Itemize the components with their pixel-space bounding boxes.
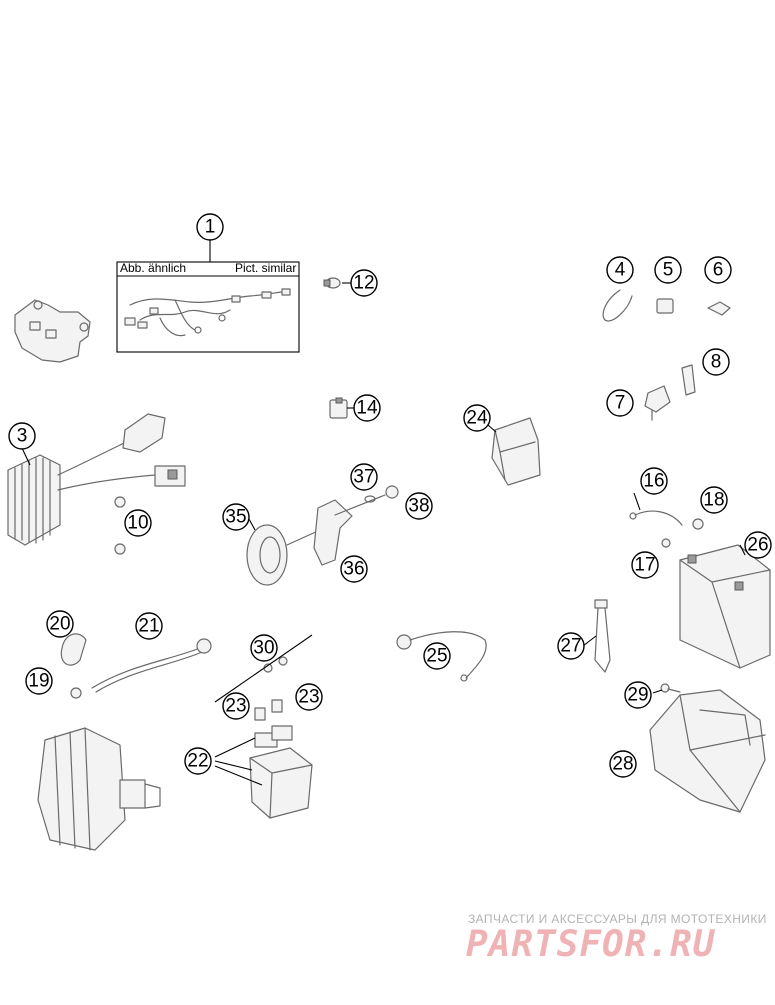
svg-text:1: 1: [205, 217, 216, 238]
voltage-regulator-illustration: [7, 413, 186, 546]
callout-23-right: 23: [295, 683, 323, 711]
svg-text:18: 18: [703, 490, 724, 511]
svg-text:19: 19: [28, 671, 49, 692]
svg-text:7: 7: [615, 393, 626, 414]
callout-30: 30: [250, 634, 278, 662]
svg-text:23: 23: [298, 687, 319, 708]
svg-text:17: 17: [634, 555, 655, 576]
callout-28: 28: [609, 750, 637, 778]
harness-label-left: Abb. ähnlich: [120, 261, 186, 275]
callout-26: 26: [744, 531, 772, 559]
callout-27: 27: [557, 632, 585, 660]
callout-4: 4: [606, 256, 634, 284]
nut-illustration: [70, 687, 82, 699]
callout-38: 38: [405, 492, 433, 520]
callout-3: 3: [8, 422, 36, 450]
callout-16: 16: [640, 467, 668, 495]
callout-21: 21: [135, 612, 163, 640]
callout-29: 29: [624, 681, 652, 709]
terminal-cap-illustration: [60, 633, 87, 666]
svg-text:21: 21: [138, 616, 159, 637]
svg-text:27: 27: [560, 636, 581, 657]
horn-illustration: [246, 524, 321, 586]
horn-bracket-illustration: [313, 494, 386, 566]
cable-clip-illustration: [707, 301, 731, 316]
callout-36: 36: [340, 555, 368, 583]
callout-14: 14: [353, 394, 381, 422]
svg-text:29: 29: [627, 685, 648, 706]
callout-12: 12: [350, 269, 378, 297]
svg-text:28: 28: [612, 754, 633, 775]
battery-strap-illustration: [594, 599, 611, 673]
watermark-tagline: ЗАПЧАСТИ И АКСЕССУАРЫ ДЛЯ МОТОТЕХНИКИ: [468, 912, 767, 926]
callout-18: 18: [700, 486, 728, 514]
svg-text:4: 4: [615, 260, 626, 281]
svg-text:23: 23: [225, 696, 246, 717]
svg-text:20: 20: [49, 614, 70, 635]
callout-23-left: 23: [222, 692, 250, 720]
holder-clip-illustration: [656, 298, 674, 314]
starter-motor-illustration: [37, 727, 161, 851]
callout-19: 19: [25, 667, 53, 695]
mounting-bracket-illustration: [14, 299, 91, 363]
svg-text:16: 16: [643, 471, 664, 492]
harness-label-right: Pict. similar: [235, 261, 296, 275]
svg-text:35: 35: [225, 507, 246, 528]
svg-text:12: 12: [353, 273, 374, 294]
svg-text:26: 26: [747, 535, 768, 556]
svg-text:3: 3: [17, 426, 28, 447]
svg-text:37: 37: [353, 467, 374, 488]
callout-35: 35: [222, 503, 250, 531]
battery-illustration: [679, 544, 771, 669]
callout-22: 22: [184, 747, 212, 775]
svg-text:36: 36: [343, 559, 364, 580]
svg-text:22: 22: [187, 751, 208, 772]
callout-17: 17: [631, 551, 659, 579]
wiring-harness-illustration: Abb. ähnlich Pict. similar: [116, 240, 300, 353]
control-unit-illustration: [491, 417, 541, 486]
starter-cable-illustration: [91, 638, 212, 693]
svg-text:5: 5: [663, 260, 674, 281]
svg-text:10: 10: [127, 513, 148, 534]
svg-text:14: 14: [356, 398, 378, 419]
svg-text:8: 8: [711, 352, 722, 373]
callout-25: 25: [423, 642, 451, 670]
svg-text:24: 24: [466, 408, 488, 429]
callout-10: 10: [124, 509, 152, 537]
callout-20: 20: [46, 610, 74, 638]
svg-text:38: 38: [408, 496, 429, 517]
svg-text:25: 25: [426, 646, 447, 667]
screw-illustration: [114, 496, 126, 555]
callout-37: 37: [350, 463, 378, 491]
mounting-plate-illustration: [681, 364, 696, 396]
callout-6: 6: [704, 256, 732, 284]
callout-1: 1: [196, 213, 224, 241]
svg-text:6: 6: [713, 260, 724, 281]
relay-illustration: [644, 385, 671, 421]
cable-tie-illustration: [602, 289, 633, 322]
fuse-box-illustration: [249, 725, 313, 819]
callout-7: 7: [606, 389, 634, 417]
washer-nut-illustration: [364, 485, 399, 503]
svg-text:30: 30: [253, 638, 274, 659]
battery-holder-illustration: [649, 689, 766, 813]
fuses-illustration: [254, 699, 283, 721]
bulb-illustration: [323, 277, 341, 289]
small-relay-illustration: [329, 397, 348, 419]
ground-cable-illustration: [629, 510, 704, 548]
callout-8: 8: [702, 348, 730, 376]
ground-cable-illustration: [396, 631, 487, 682]
callout-5: 5: [654, 256, 682, 284]
watermark-logo: PARTSFOR.RU: [466, 924, 716, 965]
screws-illustration: [263, 656, 288, 673]
screw-illustration: [660, 683, 681, 693]
callout-24: 24: [463, 404, 491, 432]
